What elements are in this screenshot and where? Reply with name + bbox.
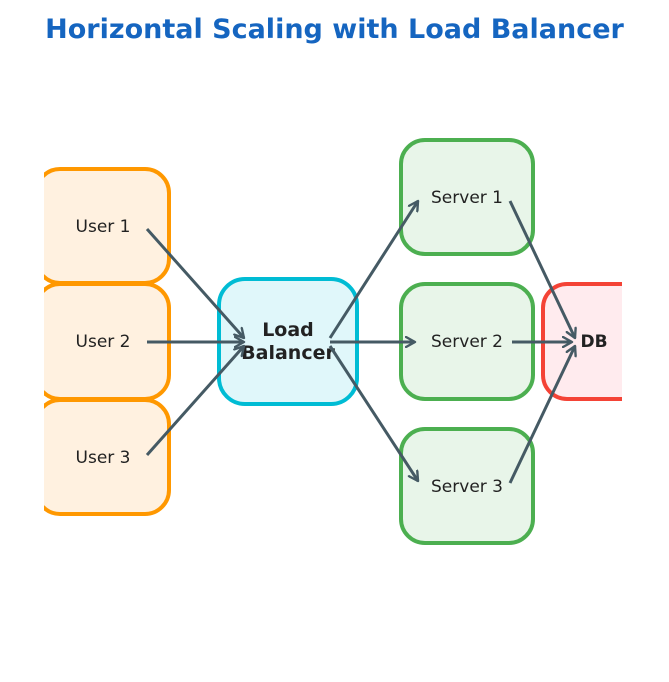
- user-2-node: User 2: [44, 282, 171, 401]
- arrow-user1-to-lb: [145, 228, 244, 338]
- server-1-label: Server 1: [431, 188, 503, 208]
- arrow-server1-to-db: [508, 200, 575, 338]
- user-1-node: User 1: [44, 167, 171, 285]
- server-2-label: Server 2: [431, 332, 503, 352]
- server-3-label: Server 3: [431, 477, 503, 497]
- arrow-server3-to-db: [508, 346, 575, 484]
- user-3-label: User 3: [76, 448, 131, 468]
- server-3-node: Server 3: [399, 427, 535, 545]
- user-3-node: User 3: [44, 398, 171, 516]
- load-balancer-label-line1: Load: [262, 319, 314, 341]
- arrow-user3-to-lb: [145, 346, 244, 456]
- diagram-title: Horizontal Scaling with Load Balancer: [45, 14, 624, 45]
- db-label: DB: [580, 332, 607, 352]
- load-balancer-label-line2: Balancer: [241, 342, 335, 364]
- server-1-node: Server 1: [399, 138, 535, 256]
- user-2-label: User 2: [76, 332, 131, 352]
- arrow-lb-to-server1: [328, 201, 420, 339]
- server-2-node: Server 2: [399, 282, 535, 401]
- arrow-lb-to-server3: [328, 345, 420, 481]
- user-1-label: User 1: [76, 217, 131, 237]
